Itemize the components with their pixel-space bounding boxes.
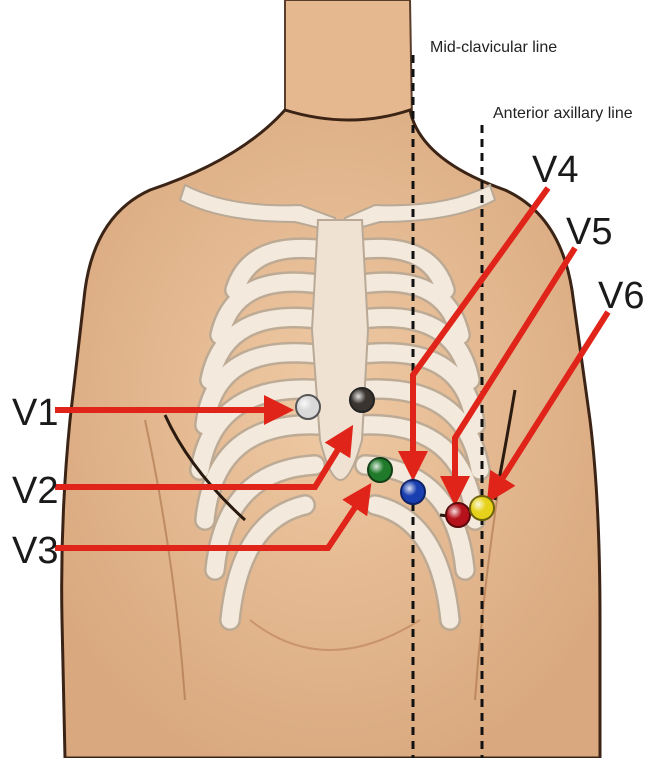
neck <box>285 0 412 127</box>
v6-label: V6 <box>598 275 644 317</box>
v5-electrode <box>446 503 470 527</box>
v5-label: V5 <box>566 211 612 253</box>
v2-electrode <box>350 388 374 412</box>
v4-label: V4 <box>532 149 578 191</box>
anterior-axillary-label: Anterior axillary line <box>493 105 633 122</box>
v1-label: V1 <box>12 392 58 434</box>
v4-electrode <box>401 480 425 504</box>
v3-electrode <box>368 458 392 482</box>
v6-electrode <box>470 496 494 520</box>
mid-clavicular-label: Mid-clavicular line <box>430 39 557 56</box>
v2-label: V2 <box>12 470 58 512</box>
v3-label: V3 <box>12 530 58 572</box>
v1-electrode <box>296 395 320 419</box>
